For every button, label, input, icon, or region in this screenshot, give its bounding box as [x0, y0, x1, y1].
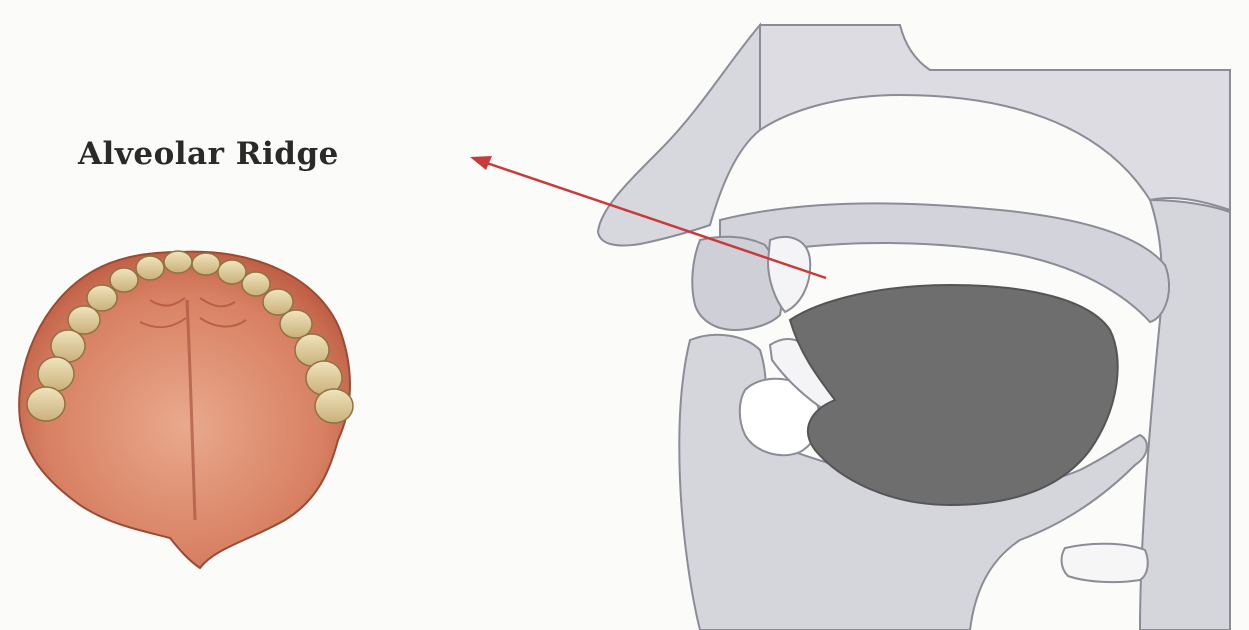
sagittal-section — [598, 25, 1230, 630]
palate-arch — [19, 252, 350, 568]
